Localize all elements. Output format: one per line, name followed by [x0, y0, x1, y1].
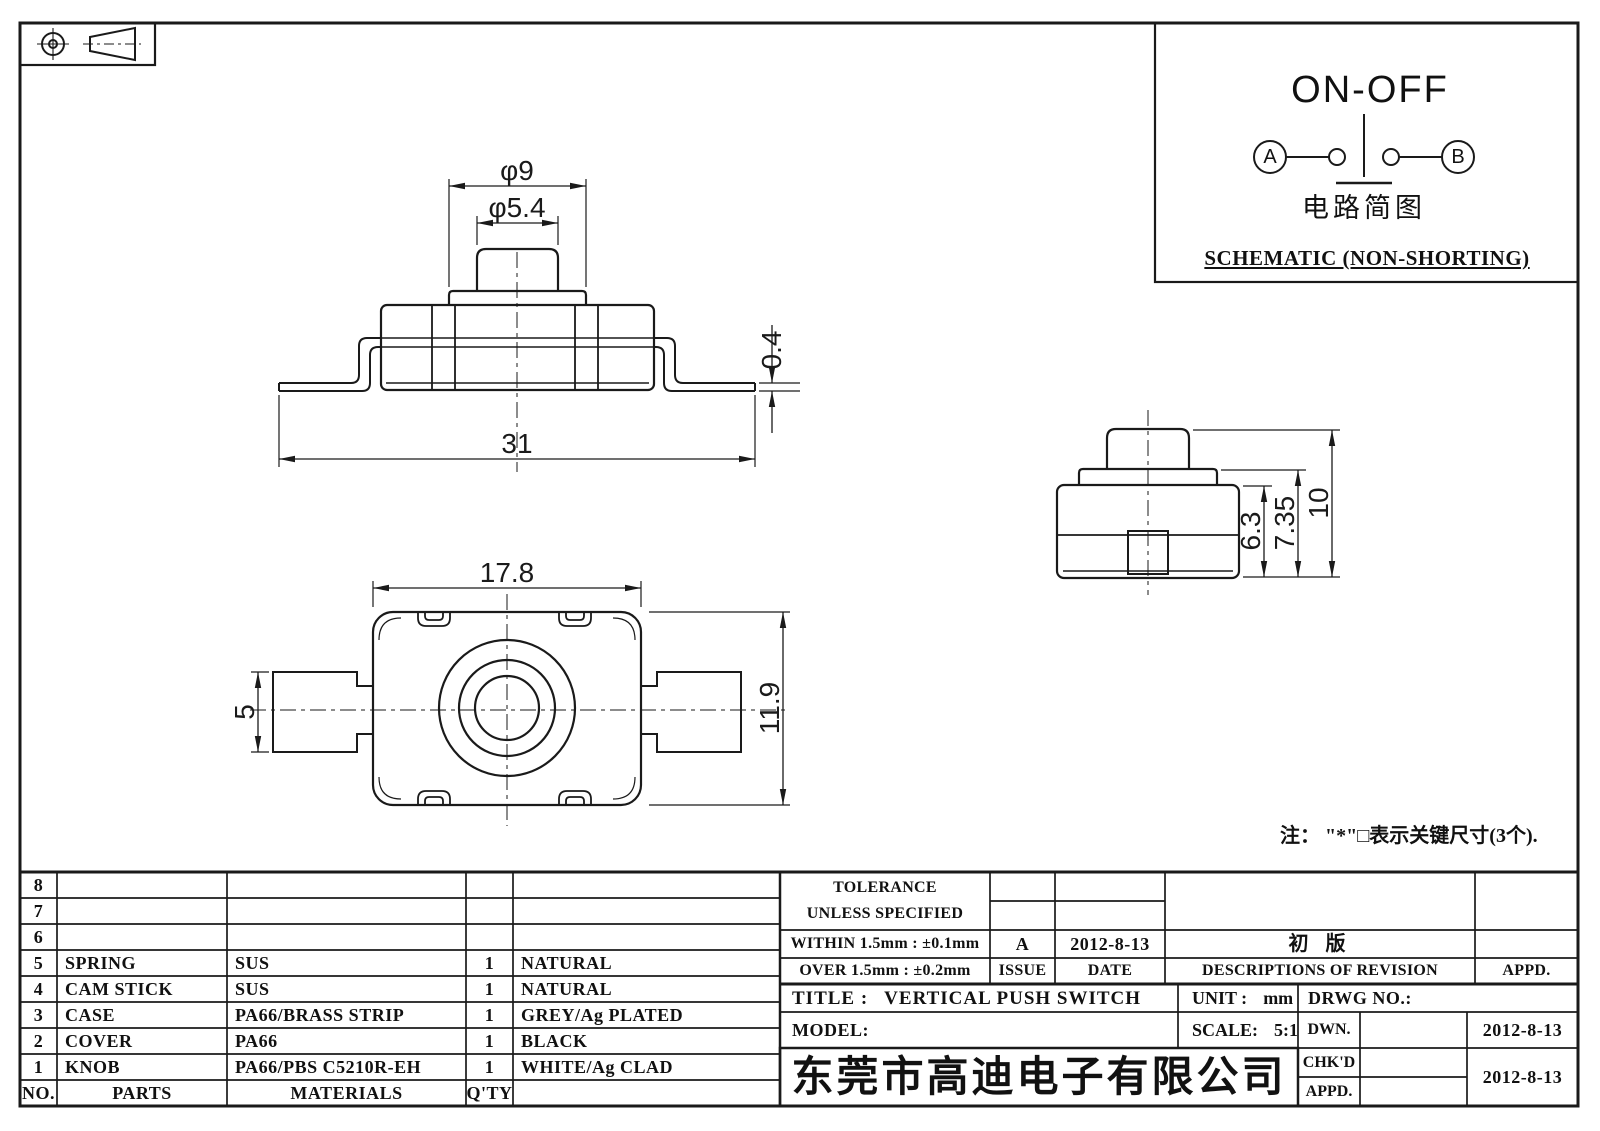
revision-date-value: 2012-8-13: [1070, 934, 1150, 954]
schematic-title: ON-OFF: [1291, 69, 1449, 111]
dim-front-base-dia: φ9: [500, 155, 534, 186]
model-label: MODEL:: [792, 1020, 869, 1040]
part-name: KNOB: [65, 1057, 121, 1077]
part-no: 5: [33, 953, 44, 973]
part-no: 8: [33, 875, 44, 895]
dwn-label: DWN.: [1307, 1021, 1351, 1038]
unit-label: UNIT :: [1192, 988, 1248, 1008]
table-grid: [20, 870, 1578, 1108]
part-material: PA66: [235, 1031, 278, 1051]
dim-side-body-height: 6.3: [1235, 511, 1266, 551]
projection-symbol: [18, 21, 157, 67]
revision-description-value: 初 版: [1288, 933, 1352, 955]
part-no: 3: [33, 1005, 44, 1025]
part-qty: 1: [484, 979, 495, 999]
dim-front-lead-thickness: 0.4: [756, 330, 787, 370]
tolerance-within: WITHIN 1.5mm : ±0.1mm: [790, 935, 980, 952]
part-name: COVER: [65, 1031, 133, 1051]
part-no: 2: [33, 1031, 44, 1051]
title-row: TITLE : VERTICAL PUSH SWITCH: [792, 984, 1172, 1012]
part-finish: GREY/Ag PLATED: [521, 1005, 684, 1025]
dwn-date: 2012-8-13: [1482, 1020, 1563, 1040]
title-label: TITLE :: [792, 987, 869, 1009]
part-no: 7: [33, 901, 44, 921]
part-finish: WHITE/Ag CLAD: [521, 1057, 674, 1077]
scale-cell: SCALE: 5:1: [1192, 1012, 1298, 1048]
top-view: [250, 581, 790, 826]
title-value: VERTICAL PUSH SWITCH: [884, 987, 1142, 1009]
header-qty: Q'TY: [466, 1083, 513, 1103]
dim-top-body-width: 17.8: [479, 557, 535, 588]
part-finish: NATURAL: [521, 953, 613, 973]
header-parts: PARTS: [112, 1083, 172, 1103]
part-qty: 1: [484, 1005, 495, 1025]
schematic-caption-cn: 电路简图: [1302, 192, 1426, 223]
part-material: PA66/BRASS STRIP: [235, 1005, 405, 1025]
scale-value: 5:1: [1274, 1020, 1299, 1040]
drwg-no-label: DRWG NO.:: [1308, 988, 1412, 1008]
dim-side-collar-height: 7.35: [1269, 495, 1300, 551]
part-no: 6: [33, 927, 44, 947]
part-material: SUS: [235, 979, 270, 999]
header-materials: MATERIALS: [290, 1083, 403, 1103]
tolerance-title: TOLERANCE: [833, 879, 937, 896]
unit-cell: UNIT : mm: [1192, 984, 1294, 1012]
appd-label: APPD.: [1305, 1082, 1353, 1100]
part-no: 4: [33, 979, 44, 999]
revision-descriptions-label: DESCRIPTIONS OF REVISION: [1202, 962, 1438, 979]
revision-appd-label: APPD.: [1502, 962, 1551, 979]
schematic-circuit: [1153, 21, 1580, 284]
company-name: 东莞市高迪电子有限公司: [791, 1053, 1287, 1100]
revision-issue-label: ISSUE: [998, 962, 1047, 979]
tolerance-subtitle: UNLESS SPECIFIED: [806, 905, 964, 922]
scale-label: SCALE:: [1192, 1020, 1259, 1040]
revision-issue-value: A: [1015, 934, 1030, 954]
part-name: SPRING: [65, 953, 137, 973]
key-dimension-note: 注： "*"□表示关键尺寸(3个).: [1280, 825, 1538, 847]
side-view: [1055, 410, 1340, 595]
part-qty: 1: [484, 1031, 495, 1051]
dim-top-body-depth: 11.9: [754, 681, 785, 735]
terminal-a-label: A: [1263, 146, 1277, 168]
part-no: 1: [33, 1057, 44, 1077]
chkd-label: CHK'D: [1302, 1053, 1356, 1071]
unit-value: mm: [1263, 988, 1294, 1008]
dim-front-overall-width: 31: [501, 428, 533, 459]
part-name: CAM STICK: [65, 979, 174, 999]
tolerance-over: OVER 1.5mm : ±0.2mm: [799, 962, 971, 979]
chkd-date: 2012-8-13: [1482, 1067, 1563, 1087]
part-qty: 1: [484, 1057, 495, 1077]
revision-date-label: DATE: [1087, 962, 1133, 979]
front-view: [278, 179, 800, 472]
dim-front-knob-dia: φ5.4: [488, 192, 546, 223]
schematic-caption-en: SCHEMATIC (NON-SHORTING): [1204, 245, 1530, 270]
dim-top-lead-width: 5: [229, 704, 260, 720]
part-qty: 1: [484, 953, 495, 973]
part-material: PA66/PBS C5210R-EH: [235, 1057, 422, 1077]
terminal-b-label: B: [1451, 146, 1465, 168]
header-no: NO.: [22, 1083, 55, 1103]
part-finish: BLACK: [521, 1031, 588, 1051]
part-material: SUS: [235, 953, 270, 973]
part-finish: NATURAL: [521, 979, 613, 999]
part-name: CASE: [65, 1005, 116, 1025]
dim-side-total-height: 10: [1303, 487, 1334, 519]
